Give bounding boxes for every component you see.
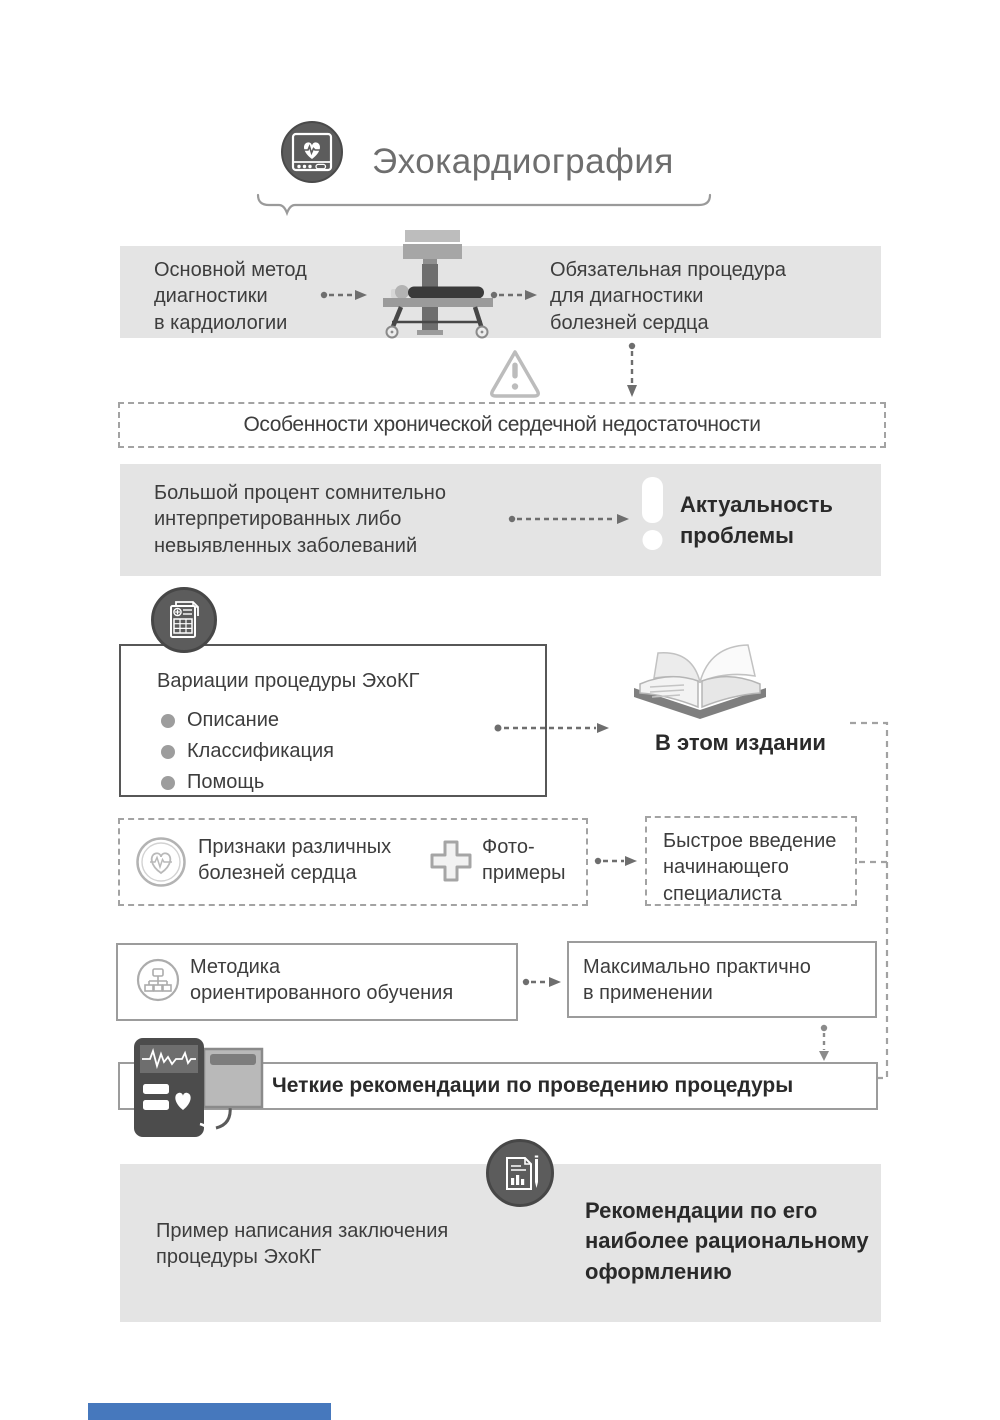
heart-ecg-icon: [135, 836, 187, 888]
signs-box: [118, 818, 588, 906]
dashed-connector: [840, 715, 900, 1090]
warning-note-text: Особенности хронической сердечной недост…: [243, 413, 761, 437]
list-item: Помощь: [161, 770, 545, 795]
list-item: Описание: [161, 708, 545, 733]
band-problem: [120, 464, 881, 576]
list-item: Классификация: [161, 739, 545, 764]
patient-table-icon: [365, 226, 510, 340]
warning-note-box: Особенности хронической сердечной недост…: [118, 402, 886, 448]
quick-intro-text: Быстрое введение начинающего специалиста: [663, 830, 837, 905]
band2-right-text: Актуальность проблемы: [680, 492, 833, 549]
band1-left-text: Основной метод диагностики в кардиологии: [154, 259, 307, 334]
echo-monitor-icon: [280, 120, 344, 184]
dashed-arrow-right-icon: [522, 975, 562, 989]
practical-text: Максимально практично в применении: [583, 956, 811, 1005]
dashed-arrow-right-icon: [490, 288, 538, 302]
bottom-left-text: Пример написания заключения процедуры Эх…: [156, 1220, 449, 1269]
dashed-arrow-down-icon: [817, 1024, 831, 1062]
method-box: [116, 943, 518, 1021]
variation-item-label: Помощь: [187, 771, 265, 794]
ecg-device-icon: [130, 1036, 272, 1140]
brace-divider: [255, 192, 715, 220]
plus-icon: [428, 838, 474, 884]
report-pen-icon: [485, 1138, 555, 1208]
signs-text: Признаки различных болезней сердца: [198, 836, 392, 885]
bullet-icon: [161, 744, 175, 759]
variation-item-label: Классификация: [187, 740, 335, 763]
bullet-icon: [161, 775, 175, 790]
warning-triangle-icon: [487, 347, 543, 399]
practical-box: Максимально практично в применении: [567, 941, 877, 1018]
variations-box: Вариации процедуры ЭхоКГ Описание Класси…: [119, 644, 547, 797]
bottom-accent-bar: [88, 1403, 331, 1420]
org-chart-icon: [136, 958, 180, 1002]
dashed-arrow-right-icon: [320, 288, 368, 302]
band1-right-text: Обязательная процедура для диагностики б…: [550, 259, 786, 334]
band2-left-text: Большой процент сомнительно интерпретиро…: [154, 482, 446, 557]
band-method: [120, 246, 881, 338]
open-book-icon: [630, 636, 770, 726]
dashed-arrow-down-icon: [625, 342, 639, 398]
quick-intro-box: Быстрое введение начинающего специалиста: [645, 816, 857, 906]
dashed-arrow-right-icon: [494, 721, 610, 735]
method-text: Методика ориентированного обучения: [190, 956, 454, 1005]
variations-title: Вариации процедуры ЭхоКГ: [157, 670, 420, 692]
bullet-icon: [161, 713, 175, 728]
dashed-arrow-right-icon: [508, 512, 630, 526]
edition-label: В этом издании: [655, 730, 826, 755]
bottom-right-text: Рекомендации по его наиболее рационально…: [585, 1198, 869, 1284]
recommendations-text: Четкие рекомендации по проведению процед…: [272, 1074, 794, 1097]
exclamation-icon: [640, 477, 666, 551]
clipboard-icon: [150, 586, 218, 654]
photo-examples-text: Фото- примеры: [482, 836, 566, 885]
variation-item-label: Описание: [187, 709, 280, 732]
page-title: Эхокардиография: [372, 142, 674, 181]
dashed-arrow-right-icon: [594, 854, 638, 868]
